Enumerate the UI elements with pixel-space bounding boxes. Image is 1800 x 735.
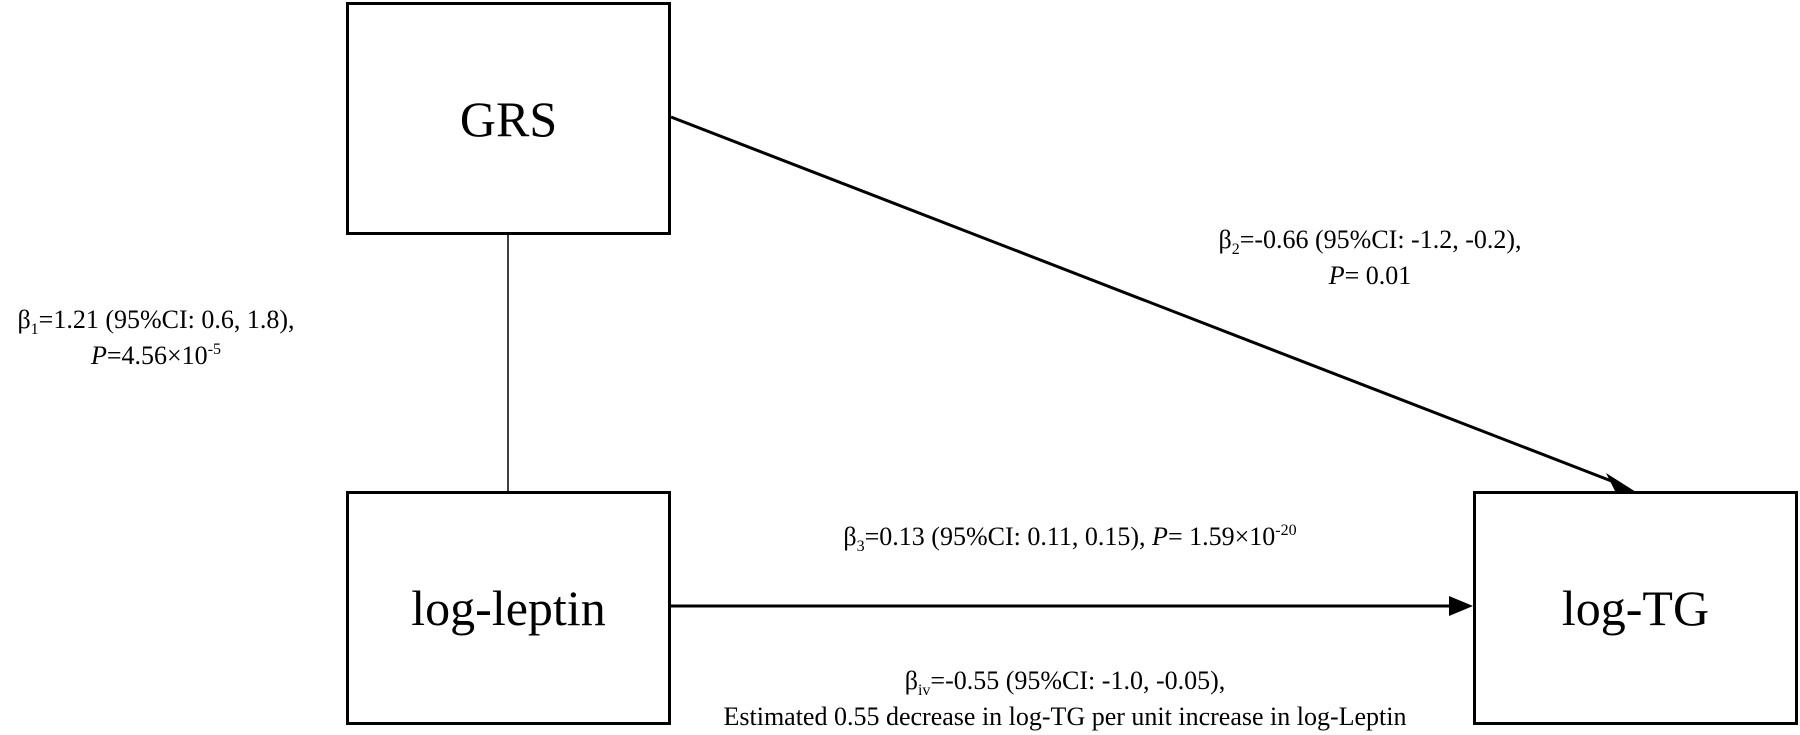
beta1-line2: P=4.56×10-5 [90, 341, 222, 370]
node-log-leptin: log-leptin [346, 491, 671, 725]
edge-label-beta2: β2=-0.66 (95%CI: -1.2, -0.2), P= 0.01 [1180, 222, 1560, 294]
leptin-tg-arrow-head [1449, 596, 1473, 616]
edge-label-beta1: β1=1.21 (95%CI: 0.6, 1.8), P=4.56×10-5 [0, 302, 312, 374]
node-grs-label: GRS [459, 90, 558, 147]
grs-tg-arrow-head [1606, 473, 1636, 495]
beta1-line1: β1=1.21 (95%CI: 0.6, 1.8), [17, 305, 295, 338]
node-log-leptin-label: log-leptin [411, 580, 606, 636]
node-log-tg: log-TG [1473, 491, 1798, 725]
beta2-line2: P= 0.01 [1328, 261, 1412, 290]
beta2-line1: β2=-0.66 (95%CI: -1.2, -0.2), [1218, 225, 1522, 258]
edge-label-beta3: β3=0.13 (95%CI: 0.11, 0.15), P= 1.59×10-… [790, 519, 1350, 555]
beta-iv-line2: Estimated 0.55 decrease in log-TG per un… [723, 702, 1407, 731]
grs-tg-arrow [670, 115, 1615, 484]
beta-iv-line1: βiv=-0.55 (95%CI: -1.0, -0.05), [904, 666, 1226, 699]
node-grs: GRS [346, 2, 671, 235]
edge-label-beta-iv: βiv=-0.55 (95%CI: -1.0, -0.05), Estimate… [670, 663, 1460, 735]
beta3-line1: β3=0.13 (95%CI: 0.11, 0.15), P= 1.59×10-… [843, 522, 1297, 555]
node-log-tg-label: log-TG [1561, 580, 1710, 636]
